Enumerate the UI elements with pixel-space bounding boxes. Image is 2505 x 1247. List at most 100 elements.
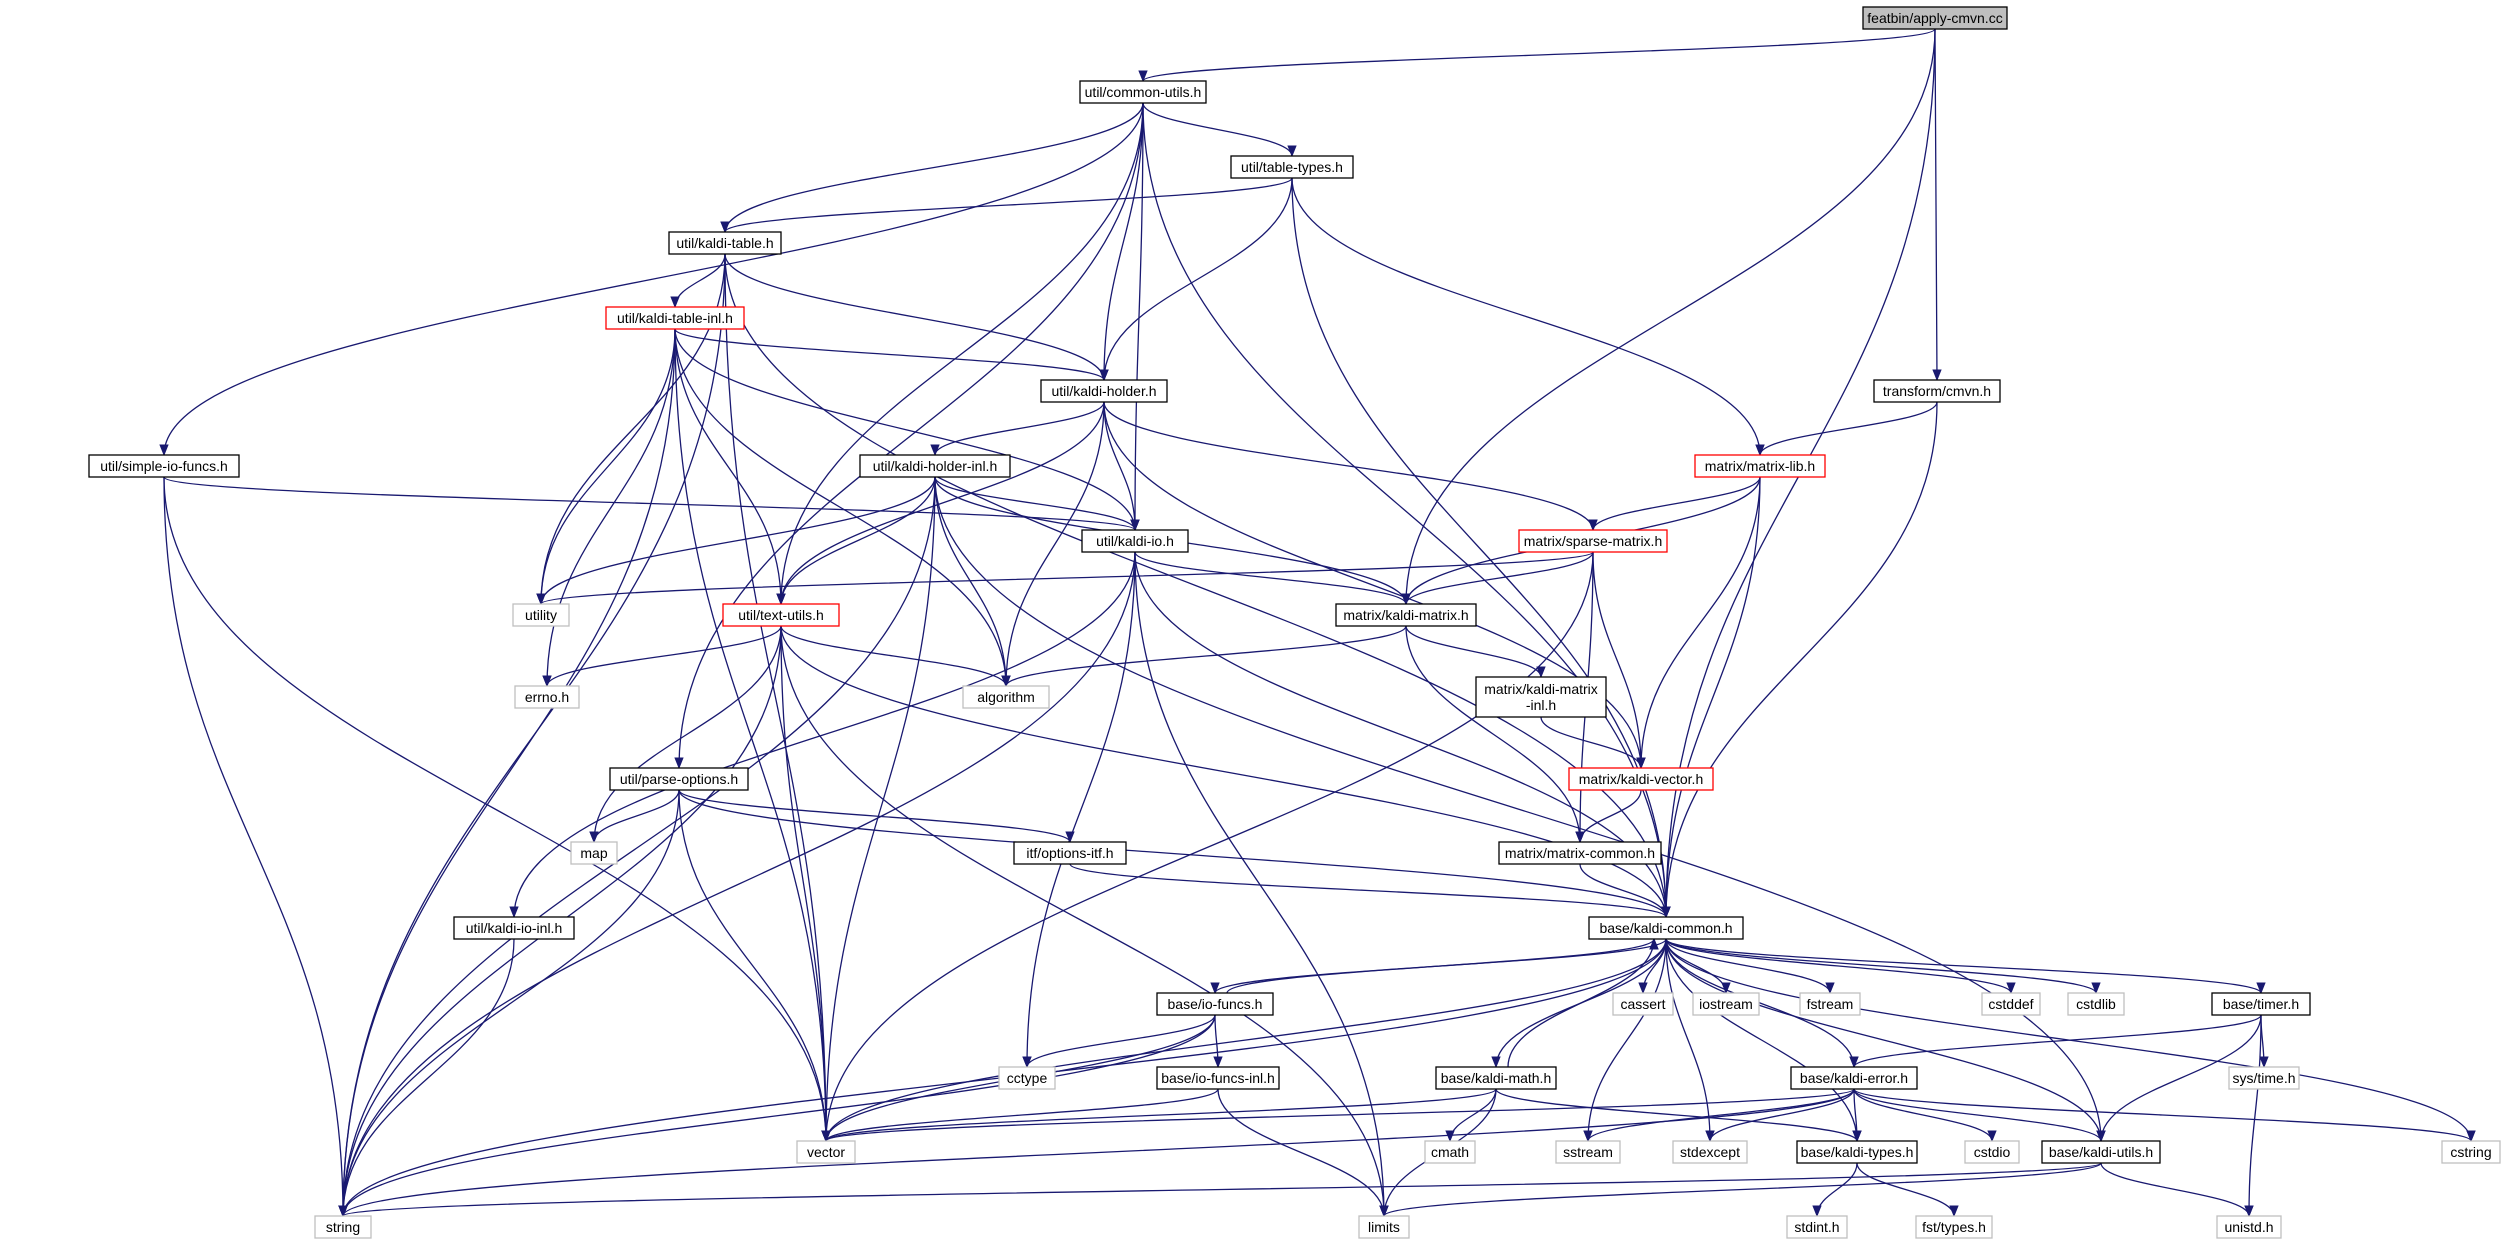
node-box-fstream[interactable] [1799,992,1861,1016]
node-kalditable[interactable]: util/kaldi-table.h [668,231,782,255]
node-matrixcommon[interactable]: matrix/matrix-common.h [1498,841,1662,865]
node-matrixinl[interactable]: matrix/kaldi-matrix-inl.h [1475,676,1607,718]
node-kaldierror[interactable]: base/kaldi-error.h [1790,1066,1918,1090]
node-box-stdexcept[interactable] [1672,1140,1748,1164]
node-box-holder[interactable] [1040,379,1168,403]
node-cctype[interactable]: cctype [998,1066,1056,1090]
node-box-cstdlib[interactable] [2067,992,2125,1016]
node-errno[interactable]: errno.h [514,685,580,709]
node-cmath[interactable]: cmath [1424,1140,1476,1164]
node-box-kaldimatrix[interactable] [1335,603,1477,627]
node-simpleio[interactable]: util/simple-io-funcs.h [88,454,240,478]
node-box-errno[interactable] [514,685,580,709]
node-box-tableinl[interactable] [605,306,745,330]
node-box-matrixlib[interactable] [1694,454,1826,478]
node-tabletypes[interactable]: util/table-types.h [1230,155,1354,179]
node-systime[interactable]: sys/time.h [2228,1066,2300,1090]
node-box-cstring[interactable] [2441,1140,2501,1164]
node-box-utility[interactable] [512,603,570,627]
node-vector[interactable]: vector [796,1140,856,1164]
node-box-matrixinl[interactable] [1475,676,1607,718]
node-box-kaldimath[interactable] [1435,1066,1557,1090]
node-box-iofuncsinl[interactable] [1156,1066,1280,1090]
node-box-map[interactable] [570,841,618,865]
node-tableinl[interactable]: util/kaldi-table-inl.h [605,306,745,330]
node-box-common[interactable] [1079,80,1207,104]
node-box-kaldiioinl[interactable] [453,916,575,940]
node-box-stdint[interactable] [1786,1215,1848,1239]
node-algorithm[interactable]: algorithm [962,685,1050,709]
node-holder[interactable]: util/kaldi-holder.h [1040,379,1168,403]
node-stdint[interactable]: stdint.h [1786,1215,1848,1239]
node-box-string[interactable] [314,1215,372,1239]
node-common[interactable]: util/common-utils.h [1079,80,1207,104]
node-box-kaldiio[interactable] [1081,529,1189,553]
node-cmvn[interactable]: transform/cmvn.h [1873,379,2001,403]
node-kaldiio[interactable]: util/kaldi-io.h [1081,529,1189,553]
node-box-cmath[interactable] [1424,1140,1476,1164]
node-string[interactable]: string [314,1215,372,1239]
node-box-parseopts[interactable] [609,767,749,791]
node-box-iostream[interactable] [1692,992,1760,1016]
node-box-kalditable[interactable] [668,231,782,255]
node-fstream[interactable]: fstream [1799,992,1861,1016]
node-box-sstream[interactable] [1555,1140,1621,1164]
node-fsttypes[interactable]: fst/types.h [1915,1215,1993,1239]
node-iofuncs[interactable]: base/io-funcs.h [1156,992,1274,1016]
node-box-sparse[interactable] [1518,529,1668,553]
node-parseopts[interactable]: util/parse-options.h [609,767,749,791]
node-iostream[interactable]: iostream [1692,992,1760,1016]
node-box-matrixcommon[interactable] [1498,841,1662,865]
node-box-tabletypes[interactable] [1230,155,1354,179]
node-kaldivector[interactable]: matrix/kaldi-vector.h [1568,767,1714,791]
node-map[interactable]: map [570,841,618,865]
node-iofuncsinl[interactable]: base/io-funcs-inl.h [1156,1066,1280,1090]
node-box-systime[interactable] [2228,1066,2300,1090]
node-box-textutils[interactable] [722,603,840,627]
node-kaldimatrix[interactable]: matrix/kaldi-matrix.h [1335,603,1477,627]
node-cstddef[interactable]: cstddef [1981,992,2041,1016]
node-timer[interactable]: base/timer.h [2211,992,2311,1016]
node-box-cstdio[interactable] [1964,1140,2020,1164]
node-cassert[interactable]: cassert [1612,992,1674,1016]
node-cstring[interactable]: cstring [2441,1140,2501,1164]
node-limits[interactable]: limits [1358,1215,1410,1239]
node-box-algorithm[interactable] [962,685,1050,709]
node-box-limits[interactable] [1358,1215,1410,1239]
node-cstdio[interactable]: cstdio [1964,1140,2020,1164]
node-box-cstddef[interactable] [1981,992,2041,1016]
node-kaldicommon[interactable]: base/kaldi-common.h [1588,916,1744,940]
node-box-optionsitf[interactable] [1013,841,1127,865]
node-box-vector[interactable] [796,1140,856,1164]
node-box-kaldicommon[interactable] [1588,916,1744,940]
node-kaldiioinl[interactable]: util/kaldi-io-inl.h [453,916,575,940]
node-box-cctype[interactable] [998,1066,1056,1090]
node-box-simpleio[interactable] [88,454,240,478]
node-box-fsttypes[interactable] [1915,1215,1993,1239]
node-box-cassert[interactable] [1612,992,1674,1016]
node-sstream[interactable]: sstream [1555,1140,1621,1164]
node-box-unistd[interactable] [2216,1215,2282,1239]
node-box-cmvn[interactable] [1873,379,2001,403]
node-optionsitf[interactable]: itf/options-itf.h [1013,841,1127,865]
node-unistd[interactable]: unistd.h [2216,1215,2282,1239]
node-box-kaldivector[interactable] [1568,767,1714,791]
node-stdexcept[interactable]: stdexcept [1672,1140,1748,1164]
node-holderinl[interactable]: util/kaldi-holder-inl.h [859,454,1011,478]
node-box-iofuncs[interactable] [1156,992,1274,1016]
node-box-kaldiutils[interactable] [2041,1140,2161,1164]
node-box-apply[interactable] [1862,6,2008,30]
node-kaldiutils[interactable]: base/kaldi-utils.h [2041,1140,2161,1164]
node-kaldimath[interactable]: base/kaldi-math.h [1435,1066,1557,1090]
node-box-kaldierror[interactable] [1790,1066,1918,1090]
node-box-timer[interactable] [2211,992,2311,1016]
node-apply[interactable]: featbin/apply-cmvn.cc [1862,6,2008,30]
node-sparse[interactable]: matrix/sparse-matrix.h [1518,529,1668,553]
node-box-kalditypes[interactable] [1796,1140,1918,1164]
node-cstdlib[interactable]: cstdlib [2067,992,2125,1016]
node-box-holderinl[interactable] [859,454,1011,478]
node-textutils[interactable]: util/text-utils.h [722,603,840,627]
node-utility[interactable]: utility [512,603,570,627]
node-matrixlib[interactable]: matrix/matrix-lib.h [1694,454,1826,478]
node-kalditypes[interactable]: base/kaldi-types.h [1796,1140,1918,1164]
